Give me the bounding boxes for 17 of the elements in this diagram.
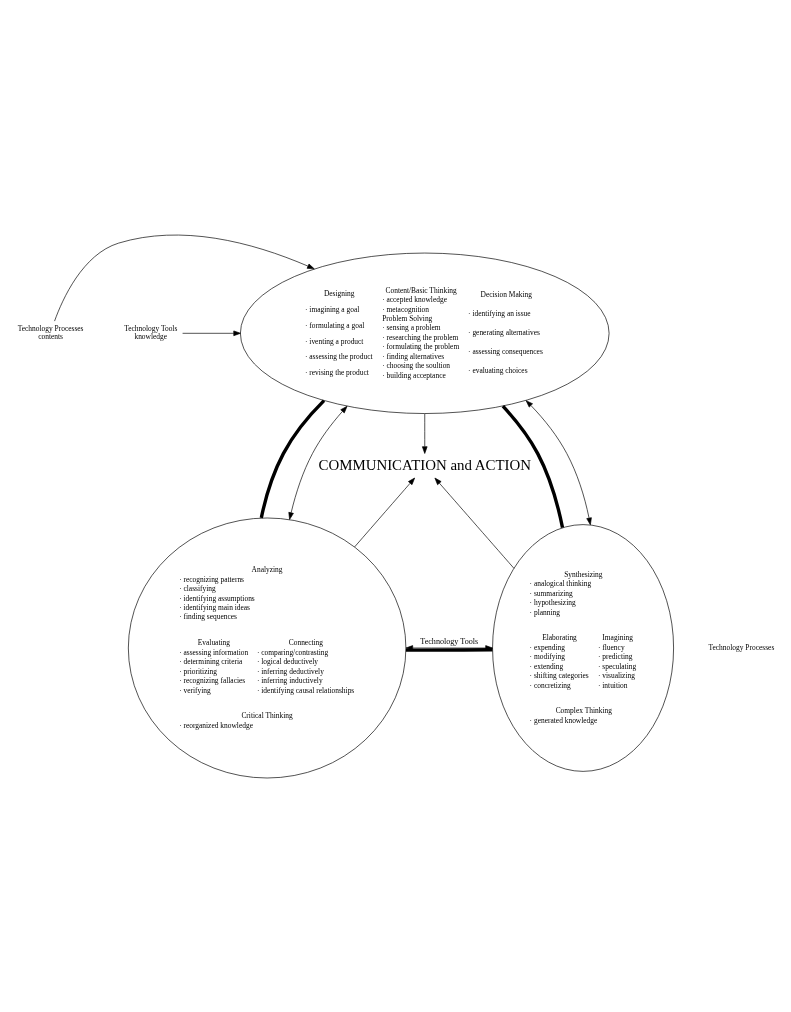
arrow [181,330,241,336]
connector [501,404,564,528]
arrow [353,477,415,547]
connector [405,647,492,652]
node-text: Technology Tools knowledge [123,323,177,341]
arrow [525,399,592,525]
connector [259,398,325,518]
label: Technology Processes [707,642,774,652]
arrow [287,405,347,520]
arrow [53,234,315,321]
node-text: Technology Processes contents [17,323,84,341]
node-circle: Analyzing · recognizing patterns · classifying · identifying assumptions · identifying main ideas · finding sequences Evaluating · assessing information · determining criteria · prioritizing · recognizing fallacies · verifying Connecting · comparing/contrasting · logical deductively · inferring deductively · inferring inductively · identifying causal relationships Critical Thinking · reorganized knowledge [127,517,406,778]
arrow [405,644,493,651]
arrow [434,477,514,569]
node-ellipse: Synthesizing · analogical thinking · summarizing · hypothesizing · planning Elaborating · expending · modifying · extending · shifting categories · concretizing Imagining · fluency · predicting · speculating · visualizing · intuition Complex Thinking · generated knowledge [491,523,674,772]
arrow [421,413,427,454]
node-text: COMMUNICATION and ACTION [318,456,531,473]
